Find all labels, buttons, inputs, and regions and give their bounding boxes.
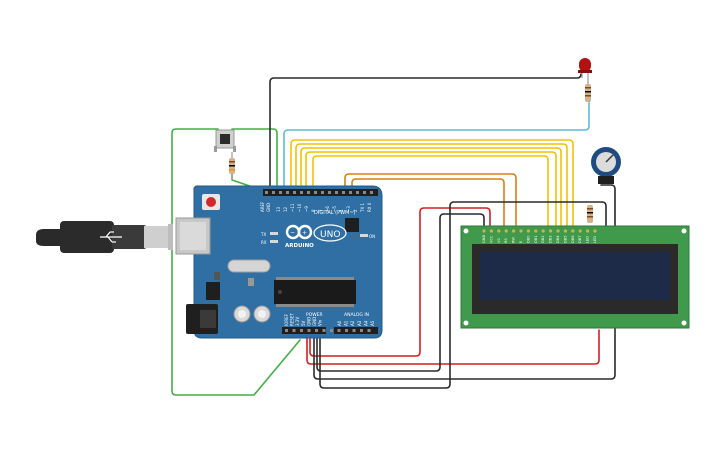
analog-header-label: ANALOG IN: [344, 312, 369, 318]
analog-header: [334, 327, 378, 334]
resistor-button[interactable]: [229, 152, 235, 180]
lcd-pin-label-3: RS: [504, 238, 508, 243]
digital-pin-label-0: 13: [276, 206, 281, 212]
digital-header-label: DIGITAL (PWM~): [314, 210, 356, 216]
power-header-label: POWER: [306, 312, 323, 318]
wires-yellow[interactable]: [290, 139, 574, 231]
brand-label: ARDUINO: [285, 243, 314, 249]
digital-pin-label-10: ~3: [346, 206, 351, 212]
power-pin-label-2: 3.3V: [295, 317, 300, 326]
digital-pin-label-8: ~5: [332, 206, 337, 212]
lcd-pin-label-14: LED: [586, 236, 590, 243]
resistor-led[interactable]: [585, 84, 591, 102]
power-header: [282, 327, 326, 334]
lcd-pin-label-13: DB7: [578, 235, 582, 243]
atmega-chip: [274, 280, 356, 304]
on-label: ON: [369, 234, 375, 239]
usb-cable-icon[interactable]: [36, 221, 173, 253]
resistor-lcd[interactable]: [587, 205, 593, 223]
digital-pin-label-7: ~6: [325, 206, 330, 212]
lcd-screen: [480, 252, 670, 300]
push-button[interactable]: [214, 129, 236, 152]
arduino-infinity-logo-icon: [285, 224, 313, 240]
svg-text:+: +: [302, 230, 307, 237]
analog-pin-label-3: A3: [357, 320, 362, 326]
power-pin-label-1: RESET: [290, 313, 295, 326]
led-red[interactable]: [578, 58, 592, 84]
model-label: UNO: [320, 230, 340, 240]
lcd-pin-label-7: DB1: [534, 235, 538, 243]
digital-pin-label-9: 4: [339, 209, 344, 212]
tx-label: TX: [260, 232, 266, 237]
wire-green-button-loop[interactable]: [171, 128, 301, 396]
wires-red[interactable]: [306, 207, 600, 365]
digital-pin-label-2: ~11: [290, 203, 295, 212]
digital-pin-label-11: 2: [353, 209, 358, 212]
lcd-pin-label-12: DB6: [571, 235, 575, 243]
lcd-pin-label-6: DB0: [526, 235, 530, 243]
digital-pin-label-5: 8: [311, 209, 316, 212]
power-pin-label-3: 5V: [301, 320, 306, 326]
usb-symbol-icon: [100, 231, 122, 243]
lcd-pin-label-8: DB2: [541, 235, 545, 243]
wires: [171, 73, 616, 396]
lcd-pin-label-9: DB3: [549, 235, 553, 243]
digital-pin-label-6: 7: [318, 209, 323, 212]
wire-cyan-led[interactable]: [283, 101, 590, 194]
potentiometer[interactable]: [591, 147, 621, 184]
lcd-pin-label-5: E: [519, 240, 523, 243]
lcd-pin-label-15: LED: [593, 236, 597, 243]
lcd-pin-label-4: RW: [512, 237, 516, 243]
aref-label: AREF: [260, 201, 265, 212]
lcd-pin-label-11: DB5: [563, 235, 567, 243]
digital-pin-dots: [265, 191, 373, 194]
lcd-pin-label-1: VCC: [489, 235, 493, 243]
uno-badge: [313, 224, 347, 242]
analog-pin-label-0: A0: [337, 320, 342, 326]
analog-pin-label-1: A1: [344, 320, 349, 326]
analog-pin-label-2: A2: [350, 320, 355, 326]
digital-pin-label-4: ~9: [304, 206, 309, 212]
digital-pin-label-12: TX 1: [360, 203, 365, 213]
power-pin-label-5: GND: [312, 317, 317, 326]
svg-text:−: −: [290, 230, 295, 237]
crystal: [227, 259, 271, 273]
digital-pin-label-13: RX 0: [367, 202, 372, 212]
lcd-pin-label-10: DB4: [556, 235, 560, 243]
lcd-pin-label-2: V0: [497, 238, 501, 243]
wire-green-right[interactable]: [231, 128, 278, 194]
rx-label: RX: [261, 240, 267, 245]
power-pin-label-6: Vin: [318, 319, 323, 326]
wires-black[interactable]: [313, 184, 616, 389]
wires-orange[interactable]: [344, 173, 517, 231]
digital-pin-label-3: ~10: [297, 203, 302, 212]
power-pin-label-4: GND: [306, 317, 311, 326]
digital-header: [263, 189, 378, 196]
analog-pin-label-5: A5: [370, 320, 375, 326]
gnd-label: GND: [266, 203, 271, 212]
analog-pin-label-4: A4: [363, 320, 368, 326]
power-pin-label-0: IOREF: [284, 313, 289, 326]
lcd-pin-label-0: GND: [482, 235, 486, 243]
wire-black-led[interactable]: [269, 73, 582, 194]
digital-pin-label-1: 12: [283, 206, 288, 212]
